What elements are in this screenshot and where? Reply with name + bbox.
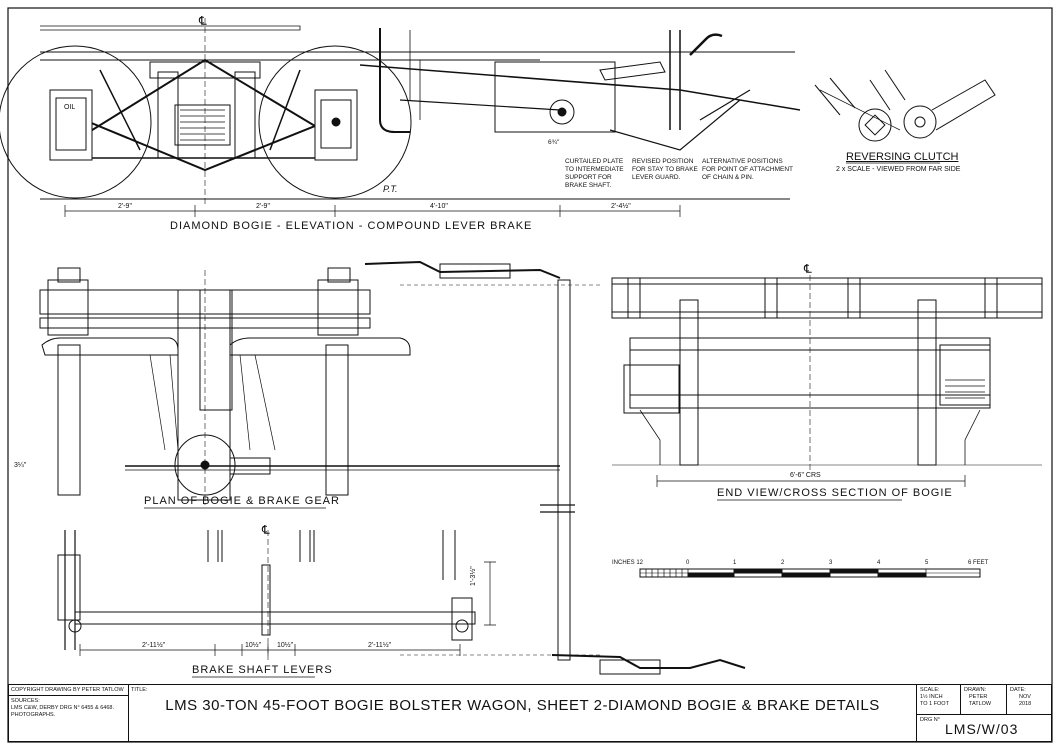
drawing-number-label: DRG N°	[920, 717, 940, 723]
scale-label: SCALE:	[920, 687, 940, 693]
scale-tick-6: 6 FEET	[968, 560, 989, 566]
dim-elev-2: 2'-9"	[256, 203, 270, 210]
note-line: FOR STAY TO BRAKE	[632, 166, 698, 173]
plan-title: PLAN OF BOGIE & BRAKE GEAR	[144, 495, 340, 507]
copyright-text: COPYRIGHT DRAWING BY PETER TATLOW	[11, 687, 124, 693]
dim-lever-3: 10½"	[277, 642, 294, 649]
sources-line: PHOTOGRAPHS.	[11, 712, 56, 718]
note-line: ALTERNATIVE POSITIONS	[702, 158, 783, 165]
dim-plan-left: 3¼"	[14, 462, 27, 469]
scale-tick-1: 1	[733, 560, 737, 566]
note-curtailed: CURTAILED PLATE TO INTERMEDIATE SUPPORT …	[565, 158, 624, 190]
wheel-right	[258, 45, 412, 199]
drawn-label: DRAWN:	[964, 687, 987, 693]
scale-tick-4: 4	[877, 560, 881, 566]
date-label: DATE:	[1010, 687, 1026, 693]
centre-line-mark: ℄	[199, 14, 207, 28]
dim-lever-2: 10½"	[245, 642, 262, 649]
title-block: COPYRIGHT DRAWING BY PETER TATLOW SOURCE…	[8, 684, 1052, 742]
plan-view	[39, 267, 560, 505]
clutch-subtitle: 2 x SCALE - VIEWED FROM FAR SIDE	[836, 166, 961, 173]
drawn-value: TATLOW	[969, 701, 992, 707]
drawing-number: LMS/W/03	[945, 721, 1019, 737]
note-revised: REVISED POSITION FOR STAY TO BRAKE LEVER…	[632, 158, 698, 182]
dim-lever-1: 2'-11½"	[142, 642, 166, 649]
wheel-left	[0, 45, 152, 199]
dim-end-crs: 6'-6" CRS	[790, 472, 821, 479]
drawn-value: PETER	[969, 694, 988, 700]
title-block-sources: COPYRIGHT DRAWING BY PETER TATLOW SOURCE…	[9, 685, 129, 741]
title-block-scale: SCALE: 1½ INCH TO 1 FOOT	[917, 685, 961, 715]
note-line: CURTAILED PLATE	[565, 158, 624, 165]
dim-elev-3: 4'-10"	[430, 203, 448, 210]
title-label: TITLE:	[131, 687, 148, 693]
end-view-title: END VIEW/CROSS SECTION OF BOGIE	[717, 487, 953, 499]
scale-tick-2: 2	[781, 560, 785, 566]
note-line: REVISED POSITION	[632, 158, 694, 165]
dim-lever-vertical: 1'-3½"	[470, 566, 477, 586]
note-line: SUPPORT FOR	[565, 174, 612, 181]
sources-label: SOURCES:	[11, 698, 40, 704]
dim-elev-4: 2'-4½"	[611, 203, 631, 210]
note-line: LEVER GUARD.	[632, 174, 681, 181]
title-block-title: TITLE: LMS 30-TON 45-FOOT BOGIE BOLSTER …	[129, 685, 917, 741]
scale-inches-label: INCHES 12	[612, 560, 644, 566]
dim-lever-4: 2'-11½"	[368, 642, 392, 649]
note-line: TO INTERMEDIATE	[565, 166, 624, 173]
note-line: BRAKE SHAFT.	[565, 182, 612, 189]
title-block-drawn: DRAWN: PETER TATLOW	[961, 685, 1007, 715]
levers-title: BRAKE SHAFT LEVERS	[192, 664, 333, 676]
centre-line-mark: ℄	[804, 262, 812, 276]
divider	[9, 695, 128, 696]
reversing-clutch-view	[814, 69, 996, 164]
brake-shaft	[364, 260, 746, 675]
scale-tick-5: 5	[925, 560, 929, 566]
oil-label: OIL	[64, 104, 76, 111]
small-dimension: 6¾"	[548, 139, 560, 146]
date-value: NOV	[1019, 694, 1031, 700]
dim-elev-1: 2'-9"	[118, 203, 132, 210]
note-alternative: ALTERNATIVE POSITIONS FOR POINT OF ATTAC…	[702, 158, 793, 182]
levers-view	[57, 530, 496, 660]
date-value: 2018	[1019, 701, 1032, 707]
scale-value: TO 1 FOOT	[920, 701, 949, 707]
scale-tick-3: 3	[829, 560, 833, 566]
initials-label: P.T.	[383, 184, 398, 194]
scale-tick-0: 0	[686, 560, 690, 566]
sources-line: LMS C&W, DERBY DRG N° 6455 & 6468.	[11, 705, 114, 711]
scale-bar	[639, 568, 981, 578]
drawing-title: LMS 30-TON 45-FOOT BOGIE BOLSTER WAGON, …	[165, 697, 880, 714]
note-line: OF CHAIN & PIN.	[702, 174, 754, 181]
centre-line-mark: ℄	[262, 523, 270, 537]
elevation-view	[0, 18, 801, 217]
end-view	[611, 275, 1043, 487]
scale-value: 1½ INCH	[920, 694, 943, 700]
elevation-title: DIAMOND BOGIE - ELEVATION - COMPOUND LEV…	[170, 220, 533, 232]
clutch-title: REVERSING CLUTCH	[846, 151, 959, 163]
sheet-border	[7, 7, 1053, 743]
title-block-date: DATE: NOV 2018	[1007, 685, 1051, 715]
note-line: FOR POINT OF ATTACHMENT	[702, 166, 793, 173]
